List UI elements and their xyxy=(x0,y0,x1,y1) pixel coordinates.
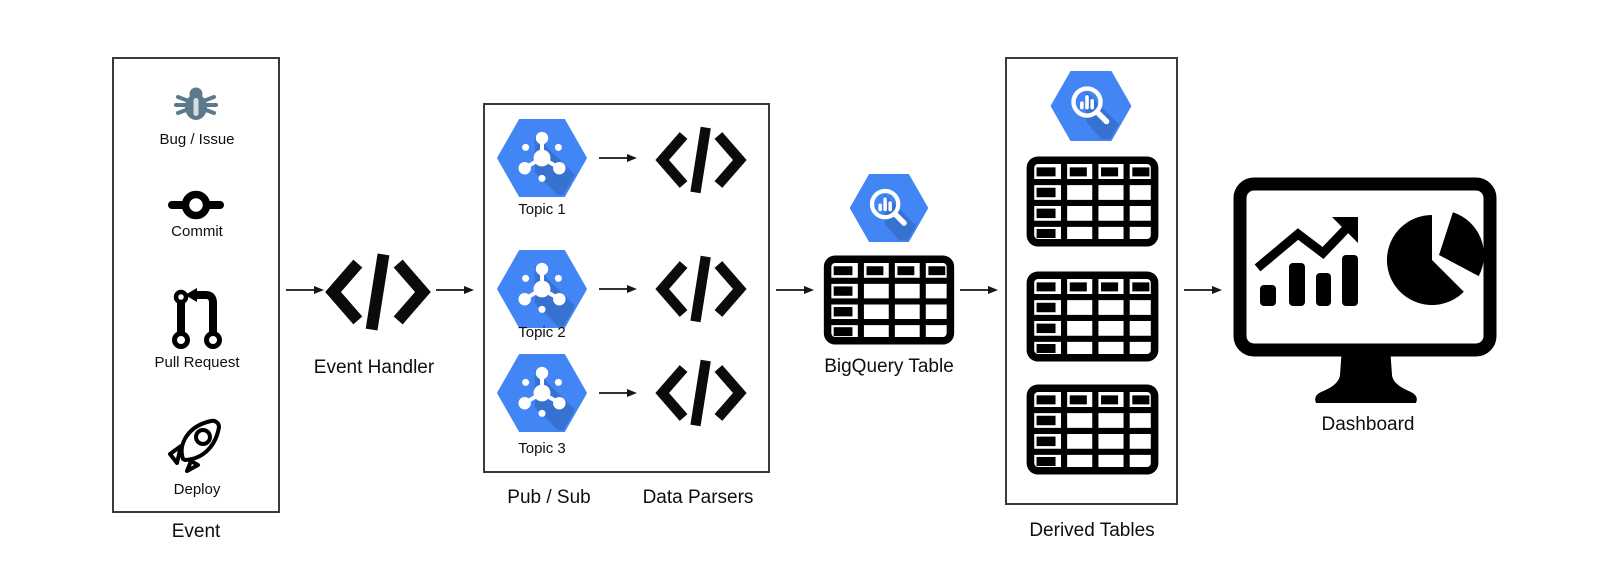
flow-arrow xyxy=(286,284,324,296)
event-item-label: Commit xyxy=(171,223,223,240)
flow-arrow xyxy=(599,152,637,164)
topic-label: Topic 2 xyxy=(518,324,566,341)
flow-arrow xyxy=(776,284,814,296)
code-icon xyxy=(651,251,751,327)
git-commit-icon xyxy=(166,186,226,224)
flow-arrow xyxy=(599,283,637,295)
flow-arrow xyxy=(960,284,998,296)
bug-icon xyxy=(173,85,219,123)
topic-label: Topic 1 xyxy=(518,201,566,218)
event-box-title: Event xyxy=(171,521,221,542)
pubsub-hexagon-icon xyxy=(497,354,587,432)
table-icon xyxy=(1026,271,1159,362)
event-item-label: Bug / Issue xyxy=(159,131,235,148)
table-icon xyxy=(1026,384,1159,475)
monitor-analytics-icon xyxy=(1233,177,1497,412)
code-icon xyxy=(651,122,751,198)
code-icon xyxy=(651,355,751,431)
pull-request-icon xyxy=(168,288,224,350)
table-icon xyxy=(823,255,955,345)
pubsub-label: Pub / Sub xyxy=(507,487,591,508)
flow-arrow xyxy=(436,284,474,296)
bigquery-hexagon-icon xyxy=(850,174,928,242)
topic-label: Topic 3 xyxy=(518,440,566,457)
code-icon xyxy=(323,248,433,336)
rocket-icon xyxy=(165,413,227,475)
bigquery-hexagon-icon xyxy=(1050,71,1132,141)
event-item-label: Deploy xyxy=(173,481,221,498)
flow-arrow xyxy=(599,387,637,399)
pubsub-hexagon-icon xyxy=(497,250,587,328)
dashboard-label: Dashboard xyxy=(1321,414,1415,435)
bigquery-table-label: BigQuery Table xyxy=(824,356,954,377)
data-parsers-label: Data Parsers xyxy=(642,487,754,508)
flow-arrow xyxy=(1184,284,1222,296)
derived-tables-label: Derived Tables xyxy=(1029,520,1155,541)
table-icon xyxy=(1026,156,1159,247)
pubsub-hexagon-icon xyxy=(497,119,587,197)
event-item-label: Pull Request xyxy=(154,354,240,371)
event-handler-label: Event Handler xyxy=(313,357,435,378)
